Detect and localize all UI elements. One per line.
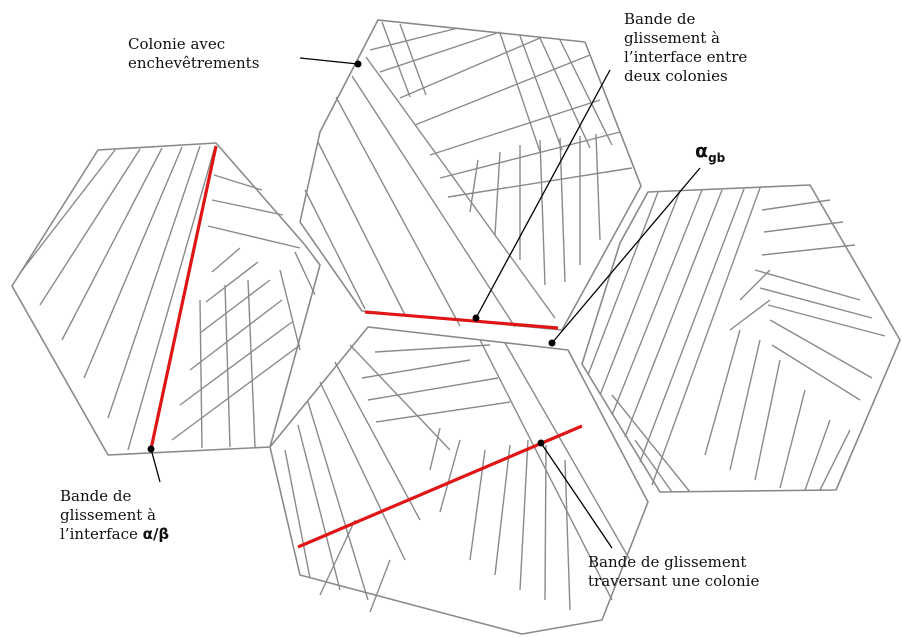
colony-bottom-lamellae [284, 339, 631, 613]
label-slip-crossing: Bande de glissement traversant une colon… [588, 553, 760, 590]
label-slip-interface-ab-text: Bande de glissement à l’interface [60, 487, 156, 543]
alpha-gb-symbol: α [695, 140, 709, 162]
leader-slip-interface-colonies [475, 69, 611, 319]
marker-dot-colony-tangles [354, 60, 362, 68]
label-colony-tangles: Colonie avec enchevêtrements [128, 35, 260, 72]
colony-left-lamellae [19, 145, 316, 451]
alpha-gb-subscript: gb [708, 150, 726, 165]
leader-colony-tangles [299, 57, 359, 65]
colony-bottom-outline [269, 326, 649, 635]
colony-left-outline [11, 142, 321, 456]
slip-band-colony-interface [364, 310, 559, 330]
colony-right-lamellae [587, 187, 886, 493]
colony-left [11, 142, 321, 456]
leader-slip-interface-ab [150, 448, 161, 483]
colony-bottom [269, 326, 649, 635]
slip-band-crossing [297, 424, 583, 549]
leader-alpha-gb [551, 167, 701, 344]
slip-band-alpha-beta [149, 145, 218, 450]
label-slip-interface-ab-symbol: α/β [142, 525, 170, 543]
marker-dot-alpha-gb [548, 339, 556, 347]
marker-dot-slip-crossing [537, 439, 545, 447]
leader-slip-crossing [540, 442, 613, 549]
colony-top [299, 19, 642, 331]
marker-dot-slip-interface-colonies [472, 314, 480, 322]
label-slip-interface-colonies: Bande de glissement à l’interface entre … [624, 10, 748, 85]
colony-right-outline [581, 184, 901, 493]
label-alpha-gb: αgb [695, 142, 725, 168]
colony-right [581, 184, 901, 493]
label-slip-interface-ab: Bande de glissement à l’interface α/β [60, 487, 169, 544]
marker-dot-slip-interface-ab [147, 445, 155, 453]
